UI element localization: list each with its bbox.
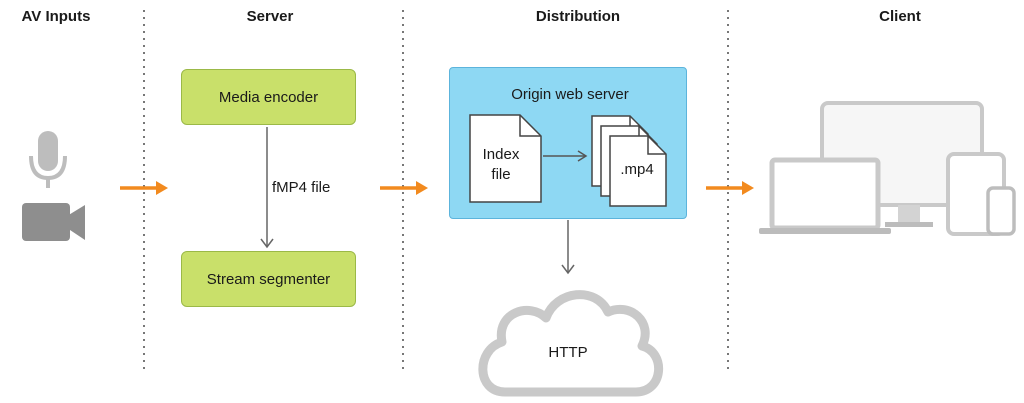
media-encoder-box: Media encoder	[181, 69, 356, 125]
stream-segmenter-box: Stream segmenter	[181, 251, 356, 307]
heading-client: Client	[879, 8, 921, 25]
flow-arrow-2	[380, 181, 428, 195]
encoder-to-segmenter-arrow	[260, 127, 274, 249]
video-camera-icon	[22, 203, 85, 241]
fmp4-file-label: fMP4 file	[272, 179, 331, 196]
flow-arrow-1	[120, 181, 168, 195]
index-file-label-line1: Index	[482, 146, 520, 163]
laptop-icon	[759, 157, 891, 234]
heading-av-inputs: AV Inputs	[21, 8, 91, 25]
mp4-documents-icon	[591, 115, 667, 207]
document-icon	[469, 114, 542, 203]
cloud-icon	[478, 290, 663, 397]
origin-to-http-arrow	[561, 220, 575, 275]
index-to-mp4-arrow	[543, 150, 588, 162]
origin-web-server-label: Origin web server	[511, 86, 629, 103]
phone-icon	[986, 186, 1016, 236]
heading-distribution: Distribution	[535, 8, 621, 25]
http-label: HTTP	[548, 344, 588, 361]
flow-arrow-3	[706, 181, 754, 195]
mp4-label: .mp4	[620, 161, 654, 178]
microphone-icon	[29, 131, 67, 188]
index-file-label-line2: file	[491, 166, 511, 183]
heading-server: Server	[246, 8, 294, 25]
